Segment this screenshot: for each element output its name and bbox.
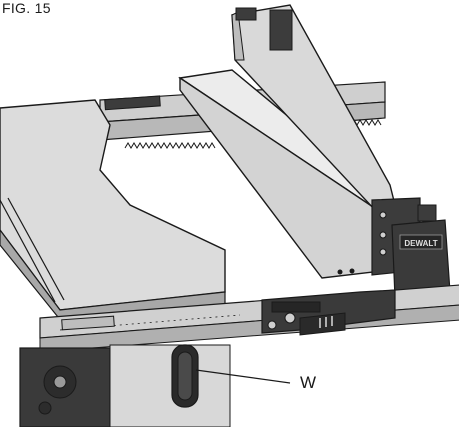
saw-base-cabinet [19, 344, 231, 427]
callout-label-w: W [300, 373, 317, 392]
rip-fence [178, 4, 421, 279]
callout-leader-line [195, 369, 291, 384]
brand-logo-text: DEWALT [404, 239, 437, 248]
miter-slot [0, 199, 56, 303]
figure-label: FIG. 15 [2, 0, 51, 16]
rear-rail-rack-teeth [124, 142, 216, 149]
fence-lock-handle [261, 289, 396, 336]
locking-lever [171, 344, 199, 408]
fence-lock-housing: DEWALT [391, 204, 451, 299]
